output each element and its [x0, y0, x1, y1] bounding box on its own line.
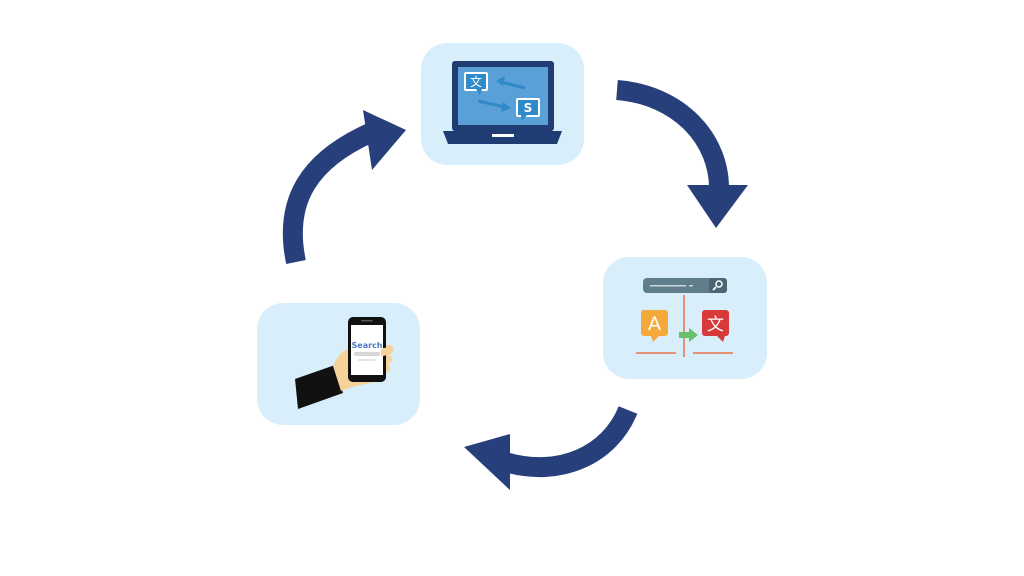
laptop-card: 文 S [421, 43, 584, 165]
cycle-arrow-icon [615, 80, 748, 228]
translate-icon: A 文 [636, 278, 733, 357]
cycle-arrow-icon [464, 405, 638, 490]
laptop-icon: 文 S [443, 61, 562, 144]
cycle-arrow-icon [282, 110, 406, 265]
phone-in-hand-icon: Search [295, 317, 394, 409]
green-arrow-icon [679, 328, 698, 342]
search-label: Search [352, 341, 383, 350]
search-field [354, 352, 380, 356]
target-letter: 文 [707, 315, 724, 335]
bubble-glyph: 文 [470, 74, 482, 89]
bubble-glyph: S [524, 101, 533, 115]
sleeve-icon [295, 365, 343, 409]
translation-card: A 文 [603, 257, 767, 379]
letter-wen-icon: 文 [702, 310, 729, 342]
search-bar-icon [643, 278, 727, 293]
letter-a-icon: A [641, 310, 668, 342]
speech-bubble-icon: S [516, 98, 540, 121]
smartphone-icon: Search [348, 317, 386, 382]
phone-search-card: Search [257, 303, 420, 425]
speech-bubble-icon: 文 [464, 72, 488, 95]
source-letter: A [648, 313, 661, 335]
exchange-arrows-icon [477, 76, 526, 112]
